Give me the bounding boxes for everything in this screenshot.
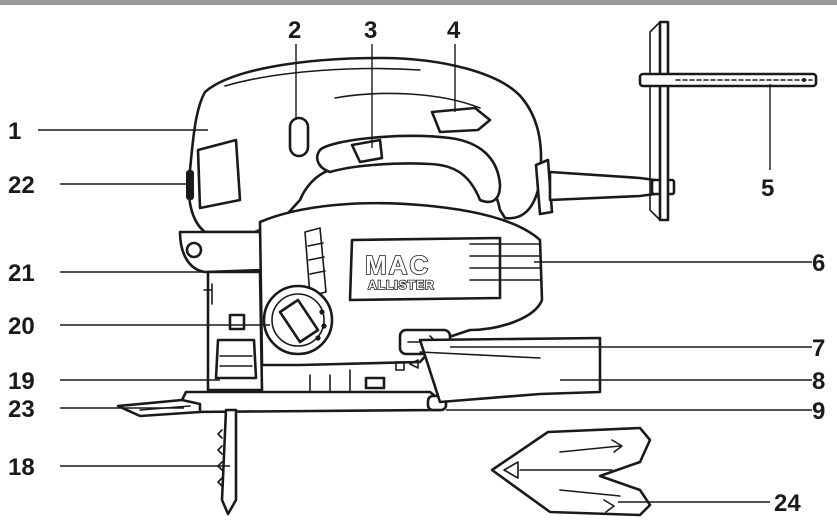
callout-18: 18 bbox=[8, 454, 35, 481]
callout-23: 23 bbox=[8, 396, 35, 423]
callout-21: 21 bbox=[8, 260, 35, 287]
callout-24: 24 bbox=[774, 490, 801, 517]
callout-7: 7 bbox=[812, 335, 825, 362]
callout-labels: 1 2 3 4 5 6 7 8 9 18 19 20 21 22 23 24 bbox=[8, 17, 825, 517]
callout-4: 4 bbox=[447, 17, 461, 44]
jigsaw-body: MAC ALLISTER bbox=[116, 56, 676, 516]
callout-2: 2 bbox=[288, 17, 301, 44]
leader-lines bbox=[38, 44, 812, 503]
logo-allister: ALLISTER bbox=[368, 278, 435, 292]
top-rule bbox=[0, 0, 837, 5]
callout-8: 8 bbox=[812, 368, 825, 395]
callout-1: 1 bbox=[8, 118, 21, 145]
callout-9: 9 bbox=[812, 398, 825, 425]
callout-5: 5 bbox=[761, 175, 774, 202]
callout-19: 19 bbox=[8, 368, 35, 395]
callout-20: 20 bbox=[8, 313, 35, 340]
anti-splinter-insert bbox=[490, 426, 652, 517]
logo-mac: MAC bbox=[365, 250, 430, 280]
parallel-guide bbox=[638, 20, 818, 222]
callout-6: 6 bbox=[812, 250, 825, 277]
callout-22: 22 bbox=[8, 172, 35, 199]
callout-3: 3 bbox=[364, 17, 377, 44]
